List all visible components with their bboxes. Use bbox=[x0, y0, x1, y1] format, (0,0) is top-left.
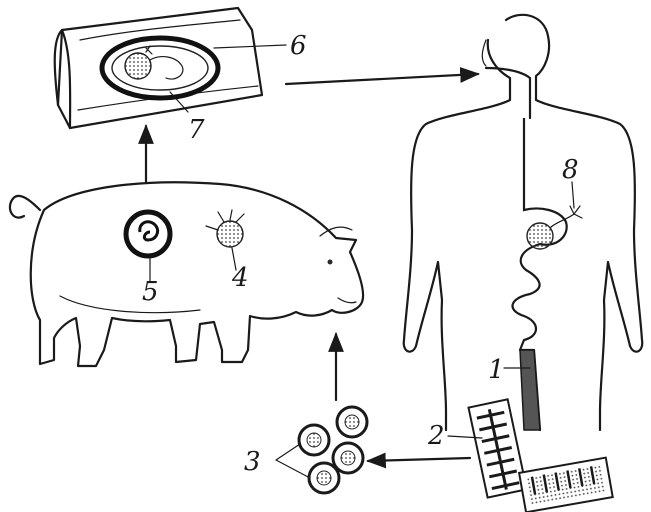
arrow-segments-to-eggs bbox=[366, 452, 472, 469]
label-8: 8 bbox=[562, 155, 579, 185]
cysticercus-cyst bbox=[99, 35, 221, 101]
eggs-cluster bbox=[297, 405, 369, 495]
proglottid-segment-upright bbox=[467, 398, 528, 499]
label-7-leader bbox=[169, 91, 189, 113]
egg bbox=[307, 461, 341, 495]
infected-meat-block bbox=[53, 6, 264, 130]
label-6-leader bbox=[213, 44, 287, 49]
pig-organism-4 bbox=[205, 209, 245, 248]
label-6: 6 bbox=[290, 31, 307, 61]
label-1: 1 bbox=[488, 355, 505, 385]
egg bbox=[335, 405, 369, 439]
label-4: 4 bbox=[231, 263, 249, 293]
pig-organism-5 bbox=[123, 209, 173, 259]
label-2: 2 bbox=[427, 421, 445, 451]
pig-host bbox=[8, 181, 365, 368]
label-7: 7 bbox=[188, 115, 205, 145]
tapeworm-scolex bbox=[526, 205, 583, 250]
egg bbox=[331, 441, 365, 475]
human-host bbox=[402, 13, 644, 432]
arrow-meat-to-human bbox=[284, 67, 480, 86]
egg bbox=[297, 423, 331, 457]
label-3: 3 bbox=[244, 447, 261, 477]
proglottid-segment-flat bbox=[517, 456, 614, 512]
label-5: 5 bbox=[142, 277, 159, 307]
